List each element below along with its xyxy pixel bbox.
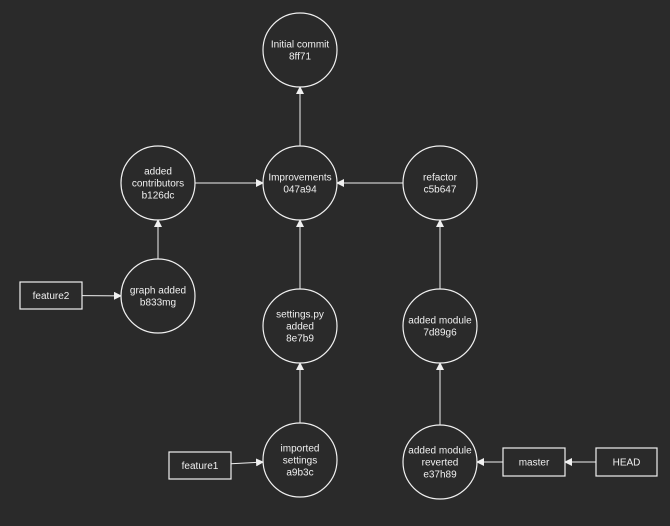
commit-label-line: settings — [283, 456, 317, 467]
commit-label-line: b126dc — [142, 191, 175, 202]
commit-label-line: c5b647 — [424, 185, 457, 196]
commit-label-line: imported — [281, 444, 320, 455]
ref-box-head[interactable]: HEAD — [595, 447, 658, 477]
commit-label-line: added module — [408, 316, 472, 327]
ref-box-feature1[interactable]: feature1 — [168, 451, 232, 480]
commit-circle — [120, 258, 196, 334]
ref-rect — [19, 281, 83, 310]
commit-label-line: 7d89g6 — [423, 328, 457, 339]
commit-circle — [402, 424, 478, 500]
commit-circle — [262, 12, 338, 88]
commit-label-line: settings.py — [276, 310, 324, 321]
ref-rect — [168, 451, 232, 480]
commit-label-line: e37h89 — [423, 470, 457, 481]
edges-layer — [81, 86, 596, 467]
commit-label-line: added — [144, 167, 172, 178]
ref-label: feature1 — [182, 461, 219, 472]
edge-feature1-to-imported — [230, 458, 265, 467]
ref-box-feature2[interactable]: feature2 — [19, 281, 83, 310]
commit-label-line: reverted — [422, 458, 459, 469]
ref-rect — [502, 447, 566, 477]
commit-circle — [402, 145, 478, 221]
commit-label-line: refactor — [423, 173, 458, 184]
commit-label-line: Improvements — [268, 173, 331, 184]
commit-label-line: 047a94 — [283, 185, 317, 196]
commit-circle — [262, 422, 338, 498]
ref-label: HEAD — [613, 458, 641, 469]
commit-label-line: b833mg — [140, 298, 176, 309]
commit-label-line: added module — [408, 446, 472, 457]
commit-label-line: Initial commit — [271, 40, 330, 51]
ref-label: master — [519, 458, 550, 469]
commit-circle — [120, 145, 196, 221]
commit-label-line: 8e7b9 — [286, 334, 314, 345]
commit-label-line: added — [286, 322, 314, 333]
commit-label-line: a9b3c — [286, 468, 313, 479]
ref-label: feature2 — [33, 291, 70, 302]
commit-circle — [402, 288, 478, 364]
ref-rect — [595, 447, 658, 477]
commit-circle — [262, 145, 338, 221]
commit-label-line: contributors — [132, 179, 184, 190]
commit-circle — [262, 288, 338, 364]
ref-box-master[interactable]: master — [502, 447, 566, 477]
commit-label-line: 8ff71 — [289, 52, 311, 63]
commit-label-line: graph added — [130, 286, 186, 297]
